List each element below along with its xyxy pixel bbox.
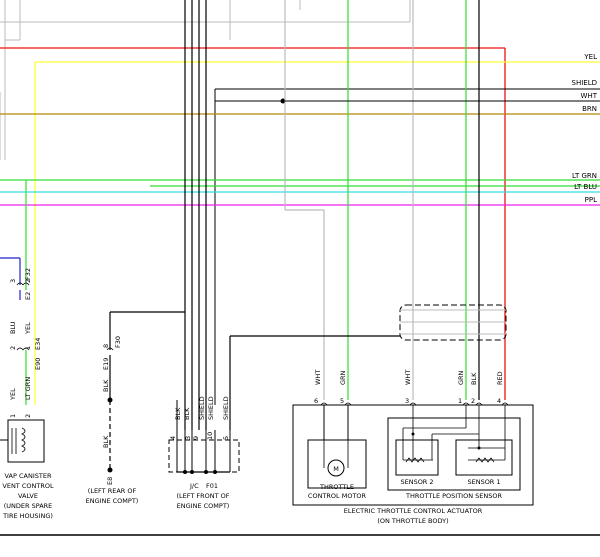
ground-caption-1: (LEFT REAR OF [88,487,137,495]
vap-pin-3: 3 [9,279,17,283]
vap-pin-top-2: 2 [9,346,17,350]
label-shield: SHIELD [572,79,597,87]
ground-caption-2: ENGINE COMPT) [86,497,139,505]
act-wire-grn-motor: GRN [339,370,347,385]
label-wht: WHT [581,92,598,100]
bus-wires [0,47,600,405]
jc-label-2: F01 [206,482,218,490]
act-wire-red-sensor: RED [496,371,504,385]
jc-wire-2: BLK [183,407,191,420]
vap-wire-blu: BLU [9,321,17,334]
actuator-caption-2: (ON THROTTLE BODY) [377,517,448,525]
act-pin-3: 3 [405,397,409,405]
jc-wire-5: SHIELD [222,396,230,420]
label-brn: BRN [582,105,597,113]
ground-connector: E19 [102,358,110,370]
sensor2-label: SENSOR 2 [400,478,433,486]
ground-pin: 8 [102,344,110,348]
vap-pin-top-1: 1 [24,346,32,350]
vap-label-e90: E90 [34,358,42,370]
label-ppl: PPL [585,196,597,204]
junction-connector: BLK BLK SHIELD SHIELD SHIELD 4 3 9 10 5 … [168,396,240,510]
jc-label: J/C [189,482,199,490]
act-wire-wht-sensor: WHT [404,370,412,385]
act-pin-2: 2 [471,397,475,405]
act-wire-grn-sensor: GRN [457,370,465,385]
act-wire-wht-motor: WHT [314,370,322,385]
tps-box [387,417,521,491]
vap-label-e34: E34 [34,338,42,350]
tps-label: THROTTLE POSITION SENSOR [405,492,502,500]
ground-ref: F30 [114,336,122,348]
ground-section: 8 E19 F30 BLK BLK E8 (LEFT REAR OF ENGIN… [86,311,185,505]
vertical-wires [184,0,207,430]
vap-label-f32: F32 [24,268,32,280]
shield-braid [229,304,507,430]
ground-wire-top: BLK [102,379,110,392]
act-pin-1: 1 [458,397,462,405]
actuator-caption-1: ELECTRIC THROTTLE CONTROL ACTUATOR [344,507,483,515]
vap-wire-ltgrn: LT GRN [24,377,32,400]
label-lt-grn: LT GRN [572,172,597,180]
sensor2-box [395,439,439,476]
jc-caption-1: (LEFT FRONT OF [176,492,229,500]
vap-pin-bottom-2: 2 [24,414,32,418]
vap-caption-1: VAP CANISTER [5,472,52,480]
ground-id: E8 [106,477,114,485]
motor-icon [327,459,345,477]
motor-label-2: CONTROL MOTOR [308,492,367,500]
vap-wire-yel: YEL [24,322,32,335]
vap-canister-section: 3 2 E2 F32 BLU YEL 2 1 E90 E34 YEL LT GR… [0,180,54,520]
vap-caption-5: TIRE HOUSING) [2,512,53,520]
act-pin-5: 5 [340,397,344,405]
label-yel: YEL [583,53,597,61]
sensor1-box [455,439,513,476]
ground-wire-bottom: BLK [102,435,110,448]
vap-caption-2: VENT CONTROL [2,482,54,490]
vap-label-e2: E2 [24,292,32,300]
right-labels: YEL SHIELD WHT BRN LT GRN LT BLU PPL [572,53,598,204]
jc-wire-3: SHIELD [198,396,206,420]
vap-solenoid [7,419,45,463]
vap-pin-2: 2 [24,279,32,283]
jc-wire-4: SHIELD [207,396,215,420]
vap-pin-bottom-1: 1 [9,414,17,418]
jc-pin-2: 3 [184,436,192,440]
act-pin-4: 4 [497,397,501,405]
jc-pin-3: 9 [192,436,200,440]
jc-caption-2: ENGINE COMPT) [177,502,230,510]
jc-wire-1: BLK [174,407,182,420]
jc-pin-4: 10 [206,432,214,440]
jc-pin-5: 5 [222,436,230,440]
act-pin-6: 6 [314,397,318,405]
act-wire-blk-sensor: BLK [470,372,478,385]
throttle-actuator: WHT GRN WHT GRN BLK RED 6 5 3 1 2 4 M TH… [292,370,534,525]
label-lt-blu: LT BLU [574,183,597,191]
jc-pin-1: 4 [169,436,177,440]
vap-caption-3: VALVE [18,492,38,500]
vap-wire-yel-bottom: YEL [9,388,17,401]
throttle-motor-box [307,439,367,489]
vap-caption-4: (UNDER SPARE [4,502,53,510]
motor-symbol: M [333,465,339,473]
motor-label-1: THROTTLE [319,483,354,491]
sensor1-label: SENSOR 1 [467,478,500,486]
